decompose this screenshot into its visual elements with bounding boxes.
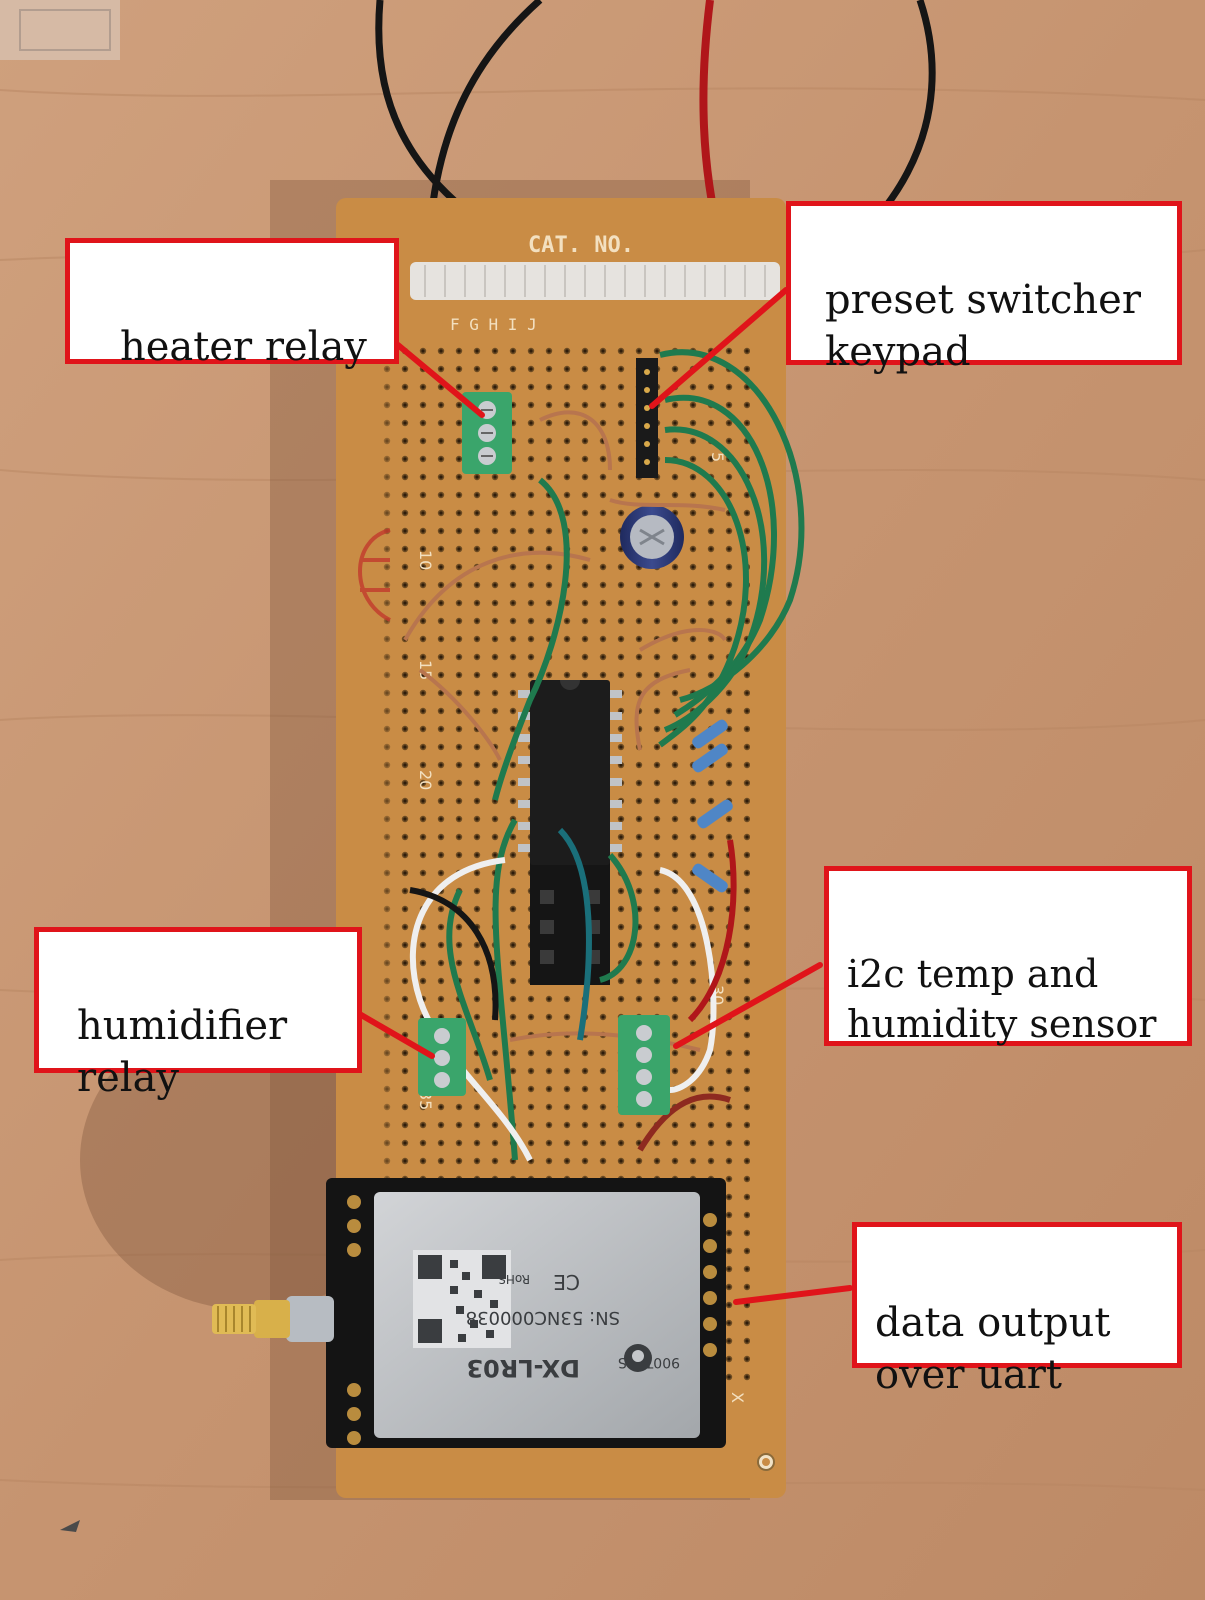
module-logo-icon <box>624 1344 652 1372</box>
ic-chip <box>530 680 610 865</box>
marking-10: 10 <box>416 550 435 570</box>
row-letters: F G H I J <box>450 315 537 334</box>
teal-wire <box>557 827 592 1041</box>
zip-tie <box>410 262 780 300</box>
pointer-sensor <box>673 962 823 1049</box>
pointer-uart <box>733 1285 853 1305</box>
marking-20: 20 <box>416 770 435 790</box>
stray-part <box>60 1520 80 1532</box>
callout-pointers <box>353 287 853 1305</box>
marking-5: 5 <box>708 452 727 462</box>
callout-heater-relay-text: heater relay <box>120 324 367 370</box>
callout-heater-relay: heater relay <box>65 238 399 370</box>
green-wires <box>446 349 805 1161</box>
keypad-header <box>636 358 658 478</box>
module-model: DX-LR03 <box>466 1354 580 1382</box>
pointer-preset-keypad <box>649 287 789 409</box>
callout-preset-keypad-text: preset switcher keypad <box>825 277 1141 375</box>
callout-uart-text: data output over uart <box>875 1300 1111 1398</box>
sma-connector <box>212 1296 334 1342</box>
module-rohs-mark: RoHS <box>498 1272 530 1286</box>
module-ce-mark: CE <box>553 1270 580 1294</box>
board-logo <box>358 528 391 622</box>
cat-no-marking: CAT. NO. <box>528 233 634 258</box>
marking-15: 15 <box>416 660 435 680</box>
marking-x: X <box>728 1392 747 1403</box>
callout-preset-keypad: preset switcher keypad <box>786 201 1182 375</box>
callout-uart: data output over uart <box>852 1222 1182 1398</box>
pointer-heater-relay <box>395 342 485 418</box>
callout-sensor-text: i2c temp and humidity sensor <box>847 952 1157 1046</box>
resistors <box>692 719 733 893</box>
callout-sensor: i2c temp and humidity sensor <box>824 866 1192 1046</box>
sensor-header <box>618 1015 670 1115</box>
pointer-humidifier-relay <box>353 1009 435 1059</box>
module-serial: SN: 53NC000038 <box>466 1307 620 1328</box>
callout-humidifier-relay-text: humidifier relay <box>77 1003 288 1101</box>
callout-humidifier-relay: humidifier relay <box>34 927 362 1101</box>
white-wires <box>410 857 717 1162</box>
